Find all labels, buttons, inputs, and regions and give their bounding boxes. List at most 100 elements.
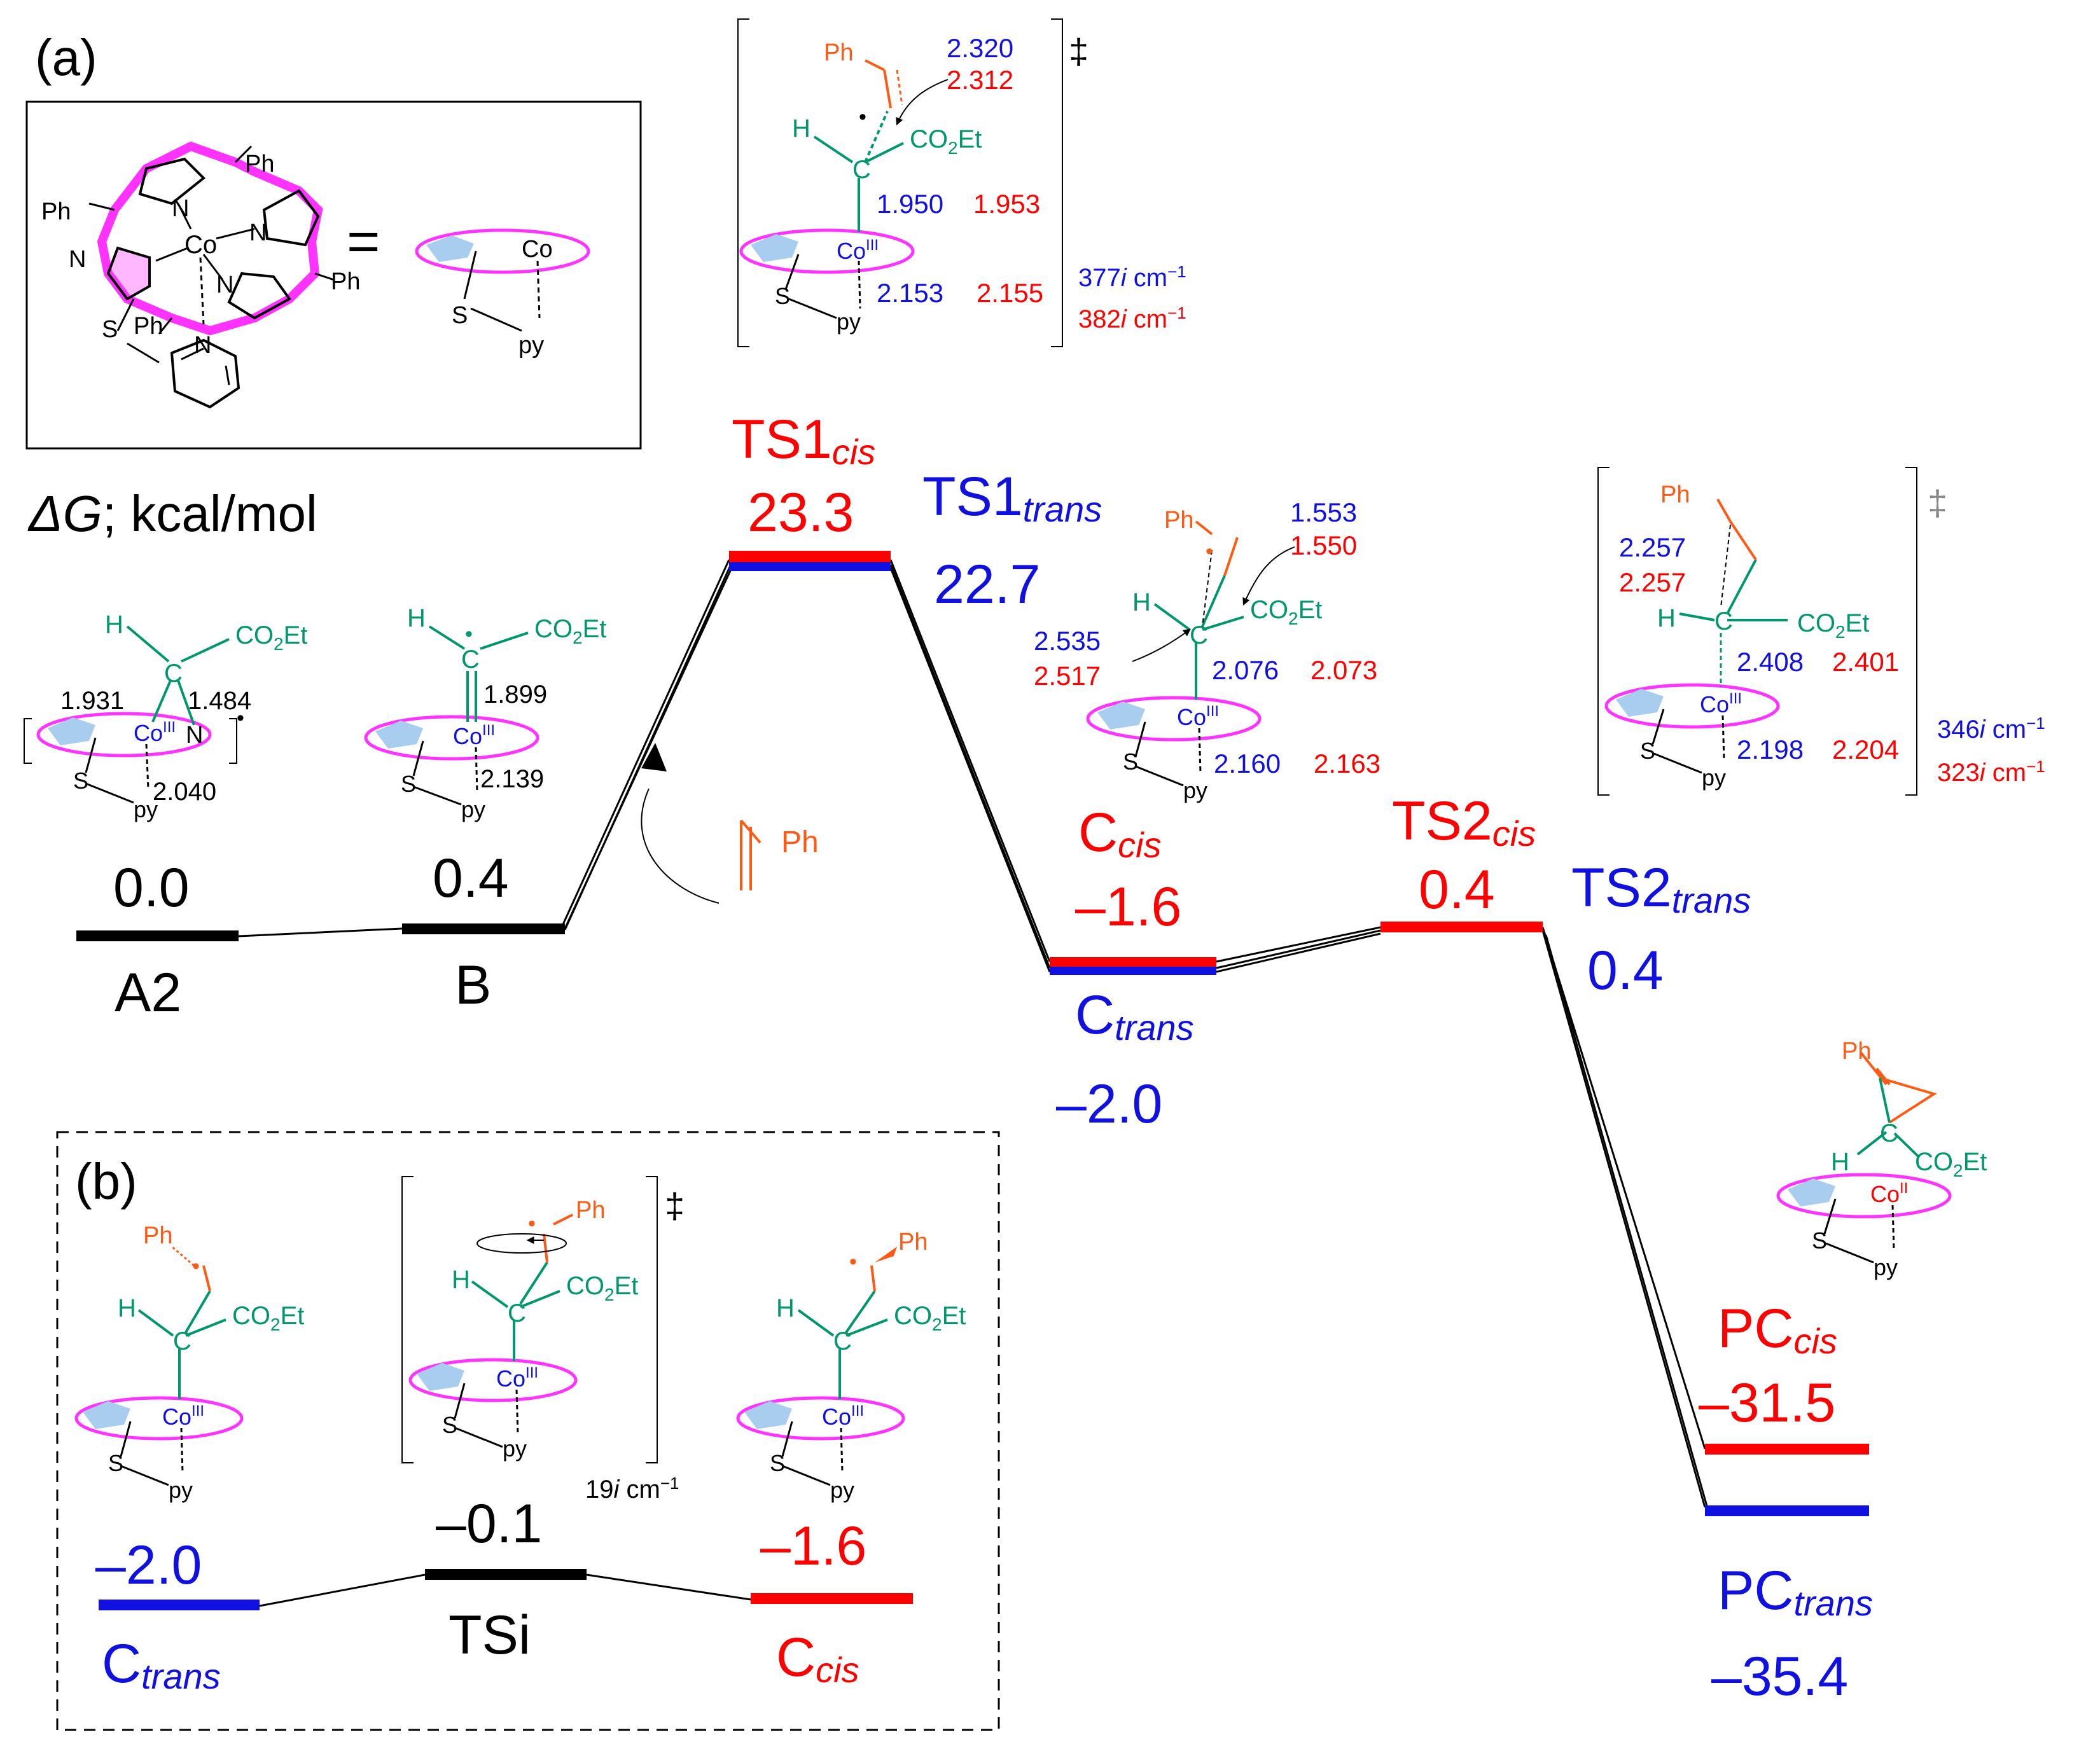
- structure-A2: H C CO2Et CoIII N S py 1.931 1.484 2.040…: [24, 611, 307, 822]
- TS2-trans-sub: trans: [1672, 880, 1751, 920]
- TSi-co2et-a: CO: [566, 1272, 604, 1300]
- TS2-freq-trans-val: 346: [1937, 716, 1980, 743]
- PC-py: py: [1874, 1254, 1898, 1280]
- b-Ccis-co: CoIII: [822, 1402, 864, 1430]
- structure-b-TSi: ‡ Ph • H C CO2Et CoIII S py 19i cm−1: [401, 1176, 685, 1504]
- C-co2et: CO2Et: [1250, 596, 1322, 628]
- energy-TS1-trans: 22.7: [934, 554, 1040, 615]
- C-d-top-cis: 1.550: [1290, 530, 1357, 560]
- styrene-ph: Ph: [781, 826, 819, 859]
- TS2-freq-cis-val: 323: [1937, 759, 1980, 787]
- C-h: H: [1132, 588, 1151, 616]
- TS2-co2et-sub: 2: [1835, 622, 1846, 642]
- TSi-co-sup: III: [525, 1364, 538, 1381]
- delta-g-symbol: ΔG: [27, 485, 102, 542]
- TS1-freq-trans: 377i cm−1: [1078, 262, 1186, 292]
- level-PC-trans: [1705, 1505, 1869, 1516]
- B-h: H: [407, 604, 426, 632]
- name-TS1-cis: TS1cis: [732, 409, 875, 472]
- A2-py: py: [134, 796, 158, 822]
- energy-PC-cis: –31.5: [1699, 1372, 1835, 1434]
- catalyst-n-top: N: [172, 195, 189, 222]
- TSi-freq: 19i cm−1: [585, 1474, 679, 1504]
- TS1-s: S: [775, 283, 790, 309]
- C-d-copy-trans: 2.160: [1214, 749, 1281, 778]
- TS1-d-cc-trans: 2.320: [947, 33, 1013, 63]
- PC-cis-sub: cis: [1793, 1321, 1837, 1361]
- PC-co2et-sub: 2: [1953, 1161, 1963, 1180]
- TS2-co2et-b: Et: [1846, 609, 1870, 637]
- TS2-d-cc-cis: 2.257: [1619, 567, 1686, 597]
- level-TS2-cis: [1380, 922, 1543, 932]
- b-Ctrans-co2et-a: CO: [232, 1302, 270, 1330]
- b-Ccis-co2et-a: CO: [894, 1302, 932, 1330]
- C-co2et-sub: 2: [1288, 609, 1298, 628]
- level-C-trans: [1050, 967, 1216, 975]
- TS2-freq-cis-i: i: [1980, 759, 1986, 787]
- TS1-py: py: [837, 308, 861, 335]
- C-d-left-trans: 2.535: [1034, 626, 1101, 656]
- b-Ctrans-s: S: [108, 1450, 123, 1476]
- level-TS1-trans: [729, 562, 891, 571]
- b-C-cis-main: C: [776, 1627, 816, 1688]
- catalyst-n-bottom: N: [216, 272, 233, 298]
- B-d1: 1.899: [483, 681, 547, 709]
- b-C-trans-main: C: [102, 1633, 141, 1694]
- catalyst-ph-right: Ph: [331, 268, 360, 295]
- C-radical-dot: •: [1206, 539, 1213, 563]
- b-name-C-cis: Ccis: [776, 1627, 859, 1690]
- catalyst-n-right: N: [249, 219, 267, 246]
- TS1-co: CoIII: [837, 237, 879, 264]
- panel-a-label: (a): [35, 29, 97, 86]
- styrene-molecule: [740, 819, 761, 890]
- TS1-freq-trans-exp: −1: [1167, 262, 1186, 281]
- A2-co2et-sub: 2: [274, 634, 284, 654]
- b-Ctrans-ph: Ph: [143, 1222, 172, 1249]
- TS2-cis-main: TS2: [1392, 791, 1492, 852]
- b-Ccis-c: C: [833, 1327, 852, 1355]
- TS1-freq-cis-i: i: [1121, 305, 1127, 333]
- name-PC-trans: PCtrans: [1718, 1560, 1873, 1623]
- C-co2et-a: CO: [1250, 596, 1288, 624]
- TSi-co-a: Co: [496, 1365, 525, 1392]
- b-Ccis-h: H: [776, 1294, 795, 1322]
- level-C-cis: [1050, 957, 1216, 967]
- b-Ctrans-co: CoIII: [162, 1402, 204, 1430]
- TS2-dagger: ‡: [1928, 483, 1947, 523]
- catalyst-box: [25, 100, 642, 450]
- TSi-co2et-sub: 2: [604, 1285, 615, 1304]
- styrene-curved-arrow: [641, 788, 720, 904]
- TS1-freq-cis-exp: −1: [1167, 303, 1186, 322]
- B-co-a: Co: [453, 723, 482, 749]
- structure-B: H C • CO2Et CoIII S py 1.899 2.139: [364, 604, 606, 822]
- b-Ctrans-co2et-b: Et: [281, 1302, 305, 1330]
- panel-b-box: [56, 1131, 1000, 1731]
- TS1-radical-dot: •: [859, 105, 866, 129]
- b-Ctrans-dot: •: [192, 1254, 200, 1278]
- PC-cis-main: PC: [1718, 1298, 1793, 1359]
- PC-s: S: [1812, 1227, 1827, 1254]
- TS2-d-coc-cis: 2.401: [1832, 647, 1899, 677]
- name-A2: A2: [115, 962, 181, 1023]
- PC-co-sup: II: [1900, 1180, 1908, 1197]
- delta-g-unit: ; kcal/mol: [102, 485, 317, 542]
- catalyst-equals: =: [347, 210, 380, 273]
- B-co-sup: III: [482, 722, 495, 739]
- B-dot: •: [465, 622, 473, 646]
- b-level-TSi: [425, 1569, 587, 1580]
- catalyst-s: S: [102, 316, 118, 343]
- TS1-d-coc-cis: 1.953: [973, 189, 1040, 219]
- TS2-c: C: [1714, 607, 1733, 635]
- b-energy-C-cis: –1.6: [760, 1516, 866, 1577]
- porphyrin-structure: Ph Ph Ph Ph N N N N N S Co: [41, 141, 360, 409]
- C-d-coc-trans: 2.076: [1212, 655, 1279, 685]
- B-s: S: [401, 771, 416, 797]
- PC-h: H: [1831, 1148, 1849, 1176]
- TS1-freq-cis-unit: cm: [1127, 305, 1167, 333]
- A2-n: N: [186, 722, 203, 749]
- b-name-C-trans: Ctrans: [102, 1633, 221, 1696]
- TSi-co2et-b: Et: [615, 1272, 639, 1300]
- name-C-cis: Ccis: [1078, 802, 1162, 865]
- catalyst-icon: Co S py: [415, 228, 590, 359]
- energy-A2: 0.0: [113, 857, 190, 918]
